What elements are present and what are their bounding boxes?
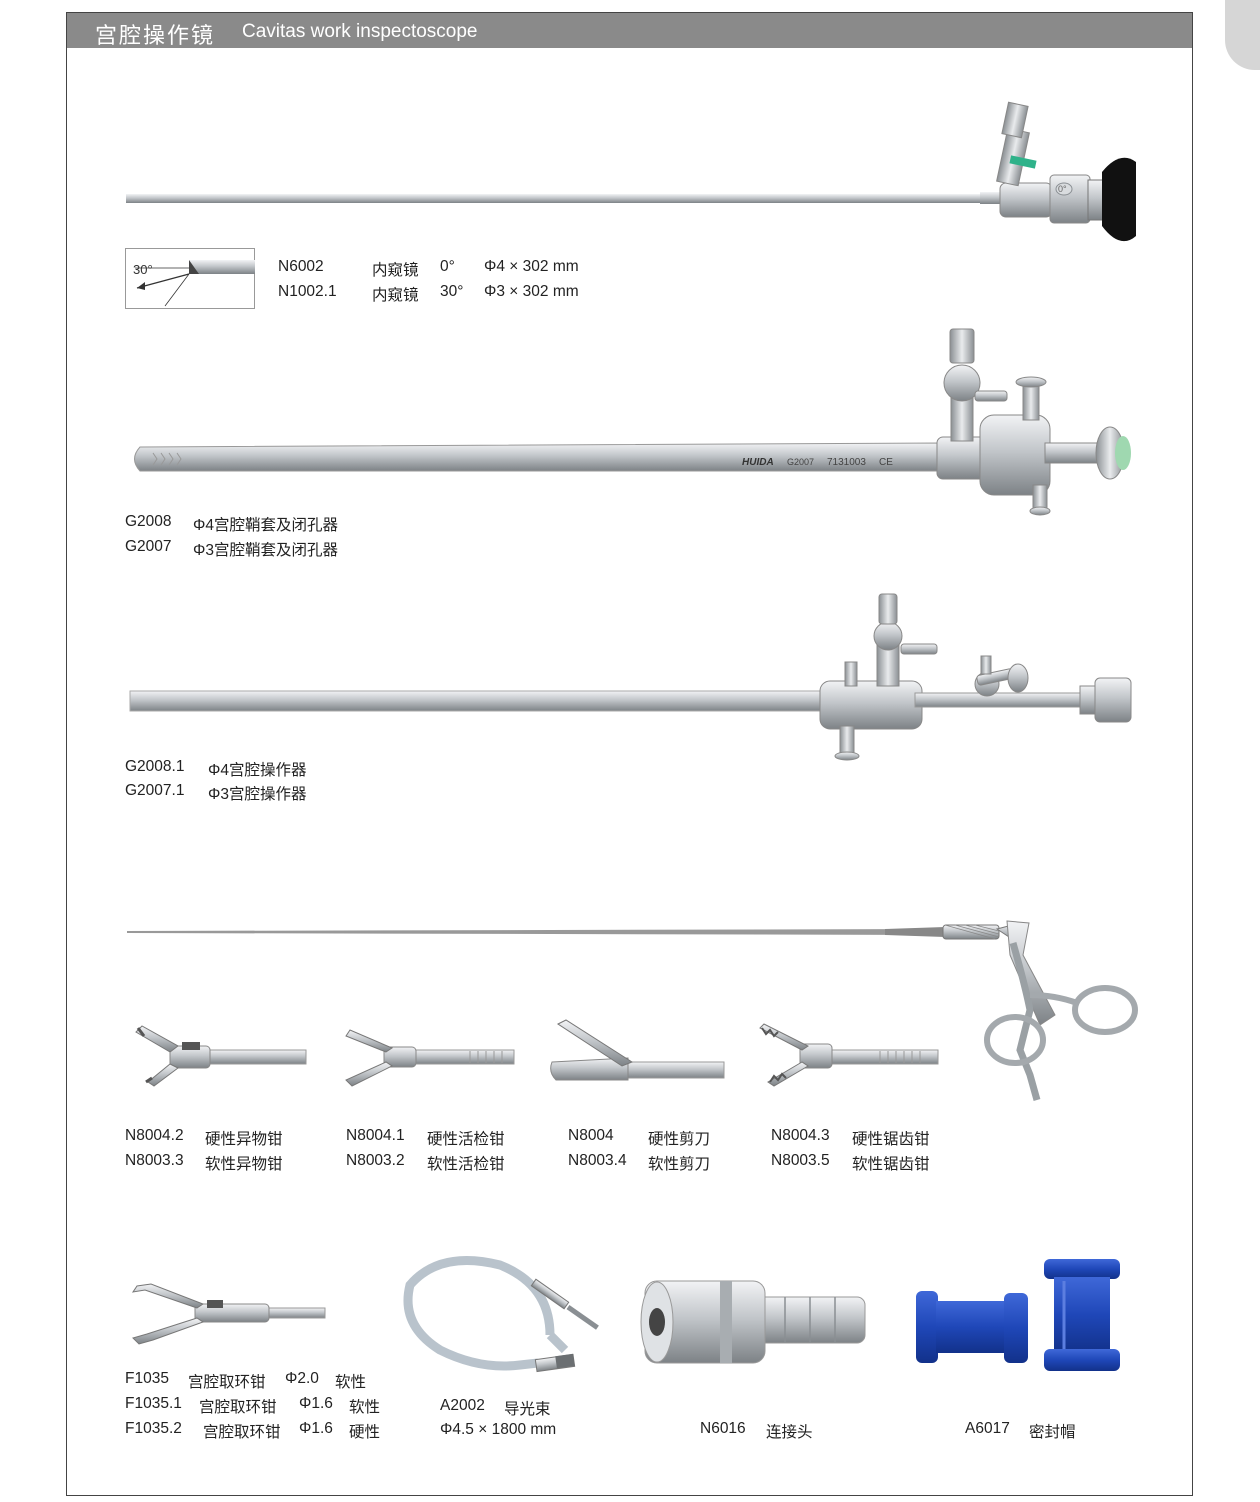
- forceps-desc: 硬性异物钳: [205, 1131, 283, 1148]
- biopsy-forceps-image: [345, 1029, 515, 1087]
- ring-forceps-desc: 宫腔取环钳: [188, 1374, 266, 1391]
- connector-desc: 连接头: [766, 1424, 813, 1441]
- header-title-en: Cavitas work inspectoscope: [242, 21, 478, 42]
- ring-forceps-code: F1035: [125, 1370, 169, 1387]
- forceps-code: N8004: [568, 1127, 614, 1144]
- ring-forceps-desc: 宫腔取环钳: [199, 1399, 277, 1416]
- scope-size: Φ3 × 302 mm: [484, 283, 579, 300]
- forceps-desc: 软性锯齿钳: [852, 1156, 930, 1173]
- section-header: 宫腔操作镜 Cavitas work inspectoscope: [67, 13, 1192, 49]
- forceps-desc: 硬性剪刀: [648, 1131, 711, 1148]
- operator-code: G2007.1: [125, 782, 185, 799]
- operator-image: [129, 593, 1132, 761]
- operator-code: G2008.1: [125, 758, 185, 775]
- connector-code: N6016: [700, 1420, 746, 1437]
- light-cable-size: Φ4.5 × 1800 mm: [440, 1421, 557, 1438]
- seal-cap-desc: 密封帽: [1029, 1424, 1076, 1441]
- forceps-code: N8003.5: [771, 1152, 830, 1169]
- angle-label: 30°: [133, 262, 153, 277]
- scope-size: Φ4 × 302 mm: [484, 258, 579, 275]
- scope-code: N1002.1: [278, 283, 337, 300]
- forceps-desc: 硬性锯齿钳: [852, 1131, 930, 1148]
- connector-image: [640, 1280, 866, 1364]
- scope-code: N6002: [278, 258, 324, 275]
- forceps-desc: 硬性活检钳: [427, 1131, 505, 1148]
- forceps-code: N8003.3: [125, 1152, 184, 1169]
- sheath-code: G2007: [125, 538, 172, 555]
- foreign-body-forceps-image: [135, 1025, 307, 1087]
- sheath-desc: Φ3宫腔鞘套及闭孔器: [193, 542, 338, 559]
- forceps-code: N8003.2: [346, 1152, 405, 1169]
- forceps-code: N8004.1: [346, 1127, 405, 1144]
- operator-desc: Φ4宫腔操作器: [208, 762, 307, 779]
- ring-forceps-code: F1035.1: [125, 1395, 182, 1412]
- forceps-desc: 软性活检钳: [427, 1156, 505, 1173]
- operator-desc: Φ3宫腔操作器: [208, 786, 307, 803]
- scope-name: 内窥镜: [372, 287, 419, 304]
- engraving-mark: CE: [879, 457, 893, 468]
- ring-forceps-type: 硬性: [349, 1424, 381, 1441]
- sheath-desc: Φ4宫腔鞘套及闭孔器: [193, 517, 338, 534]
- ring-forceps-type: 软性: [335, 1374, 367, 1391]
- light-cable-desc: 导光束: [504, 1401, 551, 1418]
- scope-angle: 0°: [440, 258, 455, 275]
- scope-angle: 30°: [440, 283, 464, 300]
- ring-forceps-size: Φ2.0: [285, 1370, 319, 1387]
- scope-name: 内窥镜: [372, 262, 419, 279]
- header-title-zh: 宫腔操作镜: [95, 24, 216, 49]
- sheath-code: G2008: [125, 513, 172, 530]
- forceps-desc: 软性异物钳: [205, 1156, 283, 1173]
- forceps-code: N8003.4: [568, 1152, 627, 1169]
- ring-forceps-desc: 宫腔取环钳: [203, 1424, 281, 1441]
- forceps-code: N8004.3: [771, 1127, 830, 1144]
- seal-cap-code: A6017: [965, 1420, 1010, 1437]
- endoscope-image: 0°: [126, 101, 1136, 242]
- ring-forceps-code: F1035.2: [125, 1420, 182, 1437]
- ring-forceps-size: Φ1.6: [299, 1395, 333, 1412]
- light-cable-image: [403, 1256, 599, 1373]
- sheath-image: HUIDA G2007 7131003 CE: [134, 328, 1131, 516]
- eyepiece-mark: 0°: [1058, 184, 1067, 194]
- engraving-model: G2007: [787, 457, 814, 467]
- forceps-code: N8004.2: [125, 1127, 184, 1144]
- page-curl-corner: [1225, 0, 1260, 70]
- ring-forceps-image: [131, 1283, 326, 1345]
- seal-cap-image: [916, 1259, 1120, 1371]
- forceps-handle-image: [127, 920, 1138, 1101]
- serrated-forceps-image: [759, 1023, 939, 1087]
- light-cable-code: A2002: [440, 1397, 485, 1414]
- scissors-image: [550, 1019, 725, 1081]
- engraving-serial: 7131003: [827, 457, 866, 468]
- engraving-brand: HUIDA: [742, 457, 774, 468]
- angle-diagram: 30°: [125, 248, 255, 309]
- ring-forceps-type: 软性: [349, 1399, 381, 1416]
- forceps-desc: 软性剪刀: [648, 1156, 711, 1173]
- page-frame: [66, 12, 1193, 1496]
- ring-forceps-size: Φ1.6: [299, 1420, 333, 1437]
